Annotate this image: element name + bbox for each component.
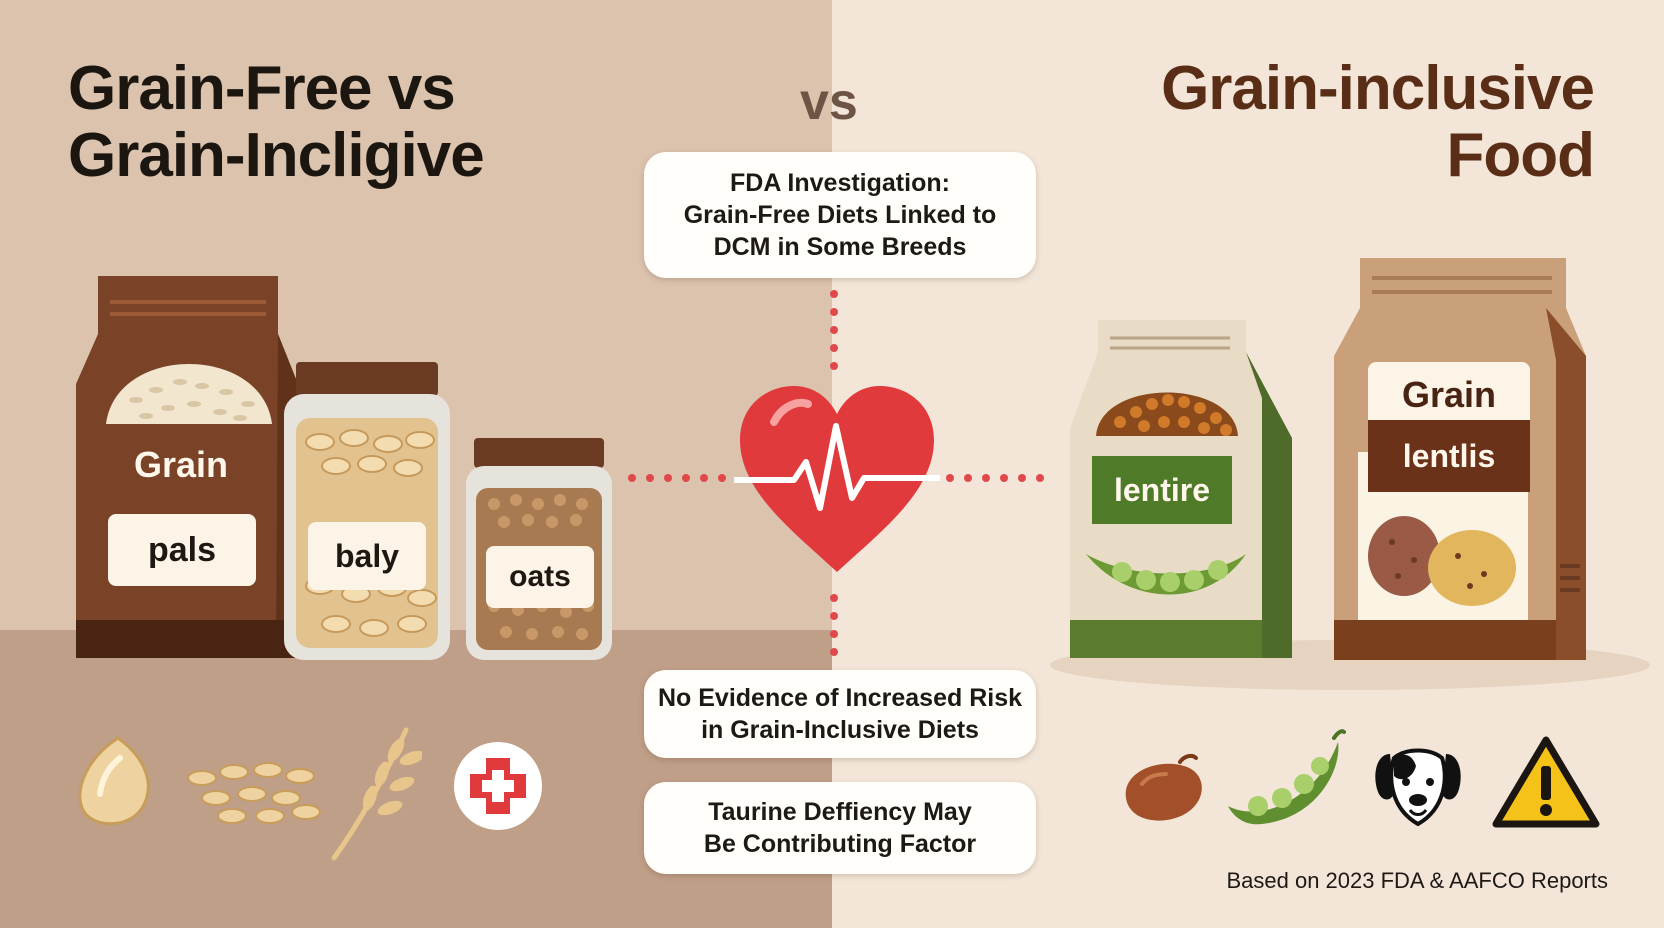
callout-taurine: Taurine Deffiency May Be Contributing Fa…	[644, 782, 1036, 874]
left-title: Grain-Free vs Grain-Incligive	[68, 54, 588, 190]
heartbeat-heart-icon	[734, 386, 940, 572]
dog-icon	[1375, 748, 1461, 827]
callout-bottom-line-2: Be Contributing Factor	[703, 830, 977, 858]
seed-icon	[78, 736, 150, 826]
grain-inclusive-bag-label: Grain	[1368, 362, 1530, 428]
barley-jar-illustration	[284, 362, 450, 660]
callout-middle-line-1: No Evidence of Increased Risk	[657, 684, 1023, 712]
source-note: Based on 2023 FDA & AAFCO Reports	[1226, 868, 1608, 893]
callout-bottom-line-1: Taurine Deffiency May	[708, 798, 972, 826]
lentil-bag-label: lentire	[1092, 456, 1232, 524]
vs-label: vs	[800, 73, 858, 131]
oats-jar-label: oats	[486, 546, 594, 608]
callout-top-line-1: FDA Investigation:	[730, 169, 950, 197]
grain-bag-card: pals	[108, 514, 256, 586]
callout-top-line-3: DCM in Some Breeds	[713, 233, 967, 261]
right-title-line-1: Grain-inclusive	[1161, 54, 1595, 123]
pea-pod-icon	[1228, 729, 1346, 825]
grain-inclusive-bag: Grain lentlis	[1334, 256, 1586, 660]
left-title-line-2: Grain-Incligive	[68, 120, 485, 190]
right-title: Grain-inclusive Food	[1074, 54, 1595, 190]
lentil-bag: lentire	[1070, 318, 1292, 658]
grain-bag: Grain pals	[76, 274, 298, 658]
barley-jar: baly	[284, 362, 450, 660]
callout-top-line-2: Grain-Free Diets Linked to	[683, 201, 997, 229]
grains-icon	[187, 762, 321, 824]
callout-no-evidence: No Evidence of Increased Risk in Grain-I…	[644, 670, 1036, 758]
bean-icon	[1125, 753, 1202, 821]
warning-icon	[1492, 736, 1600, 828]
medical-cross-icon	[454, 742, 542, 830]
wheat-icon	[331, 727, 422, 861]
grain-bag-label: Grain	[133, 444, 229, 485]
barley-jar-label: baly	[308, 522, 426, 590]
oats-jar: oats	[466, 438, 612, 660]
left-title-line-1: Grain-Free vs	[68, 54, 456, 123]
callout-middle-line-2: in Grain-Inclusive Diets	[701, 716, 979, 744]
right-title-line-2: Food	[1446, 120, 1595, 190]
grain-inclusive-bag-band: lentlis	[1368, 420, 1530, 492]
callout-fda-investigation: FDA Investigation: Grain-Free Diets Link…	[644, 152, 1036, 278]
